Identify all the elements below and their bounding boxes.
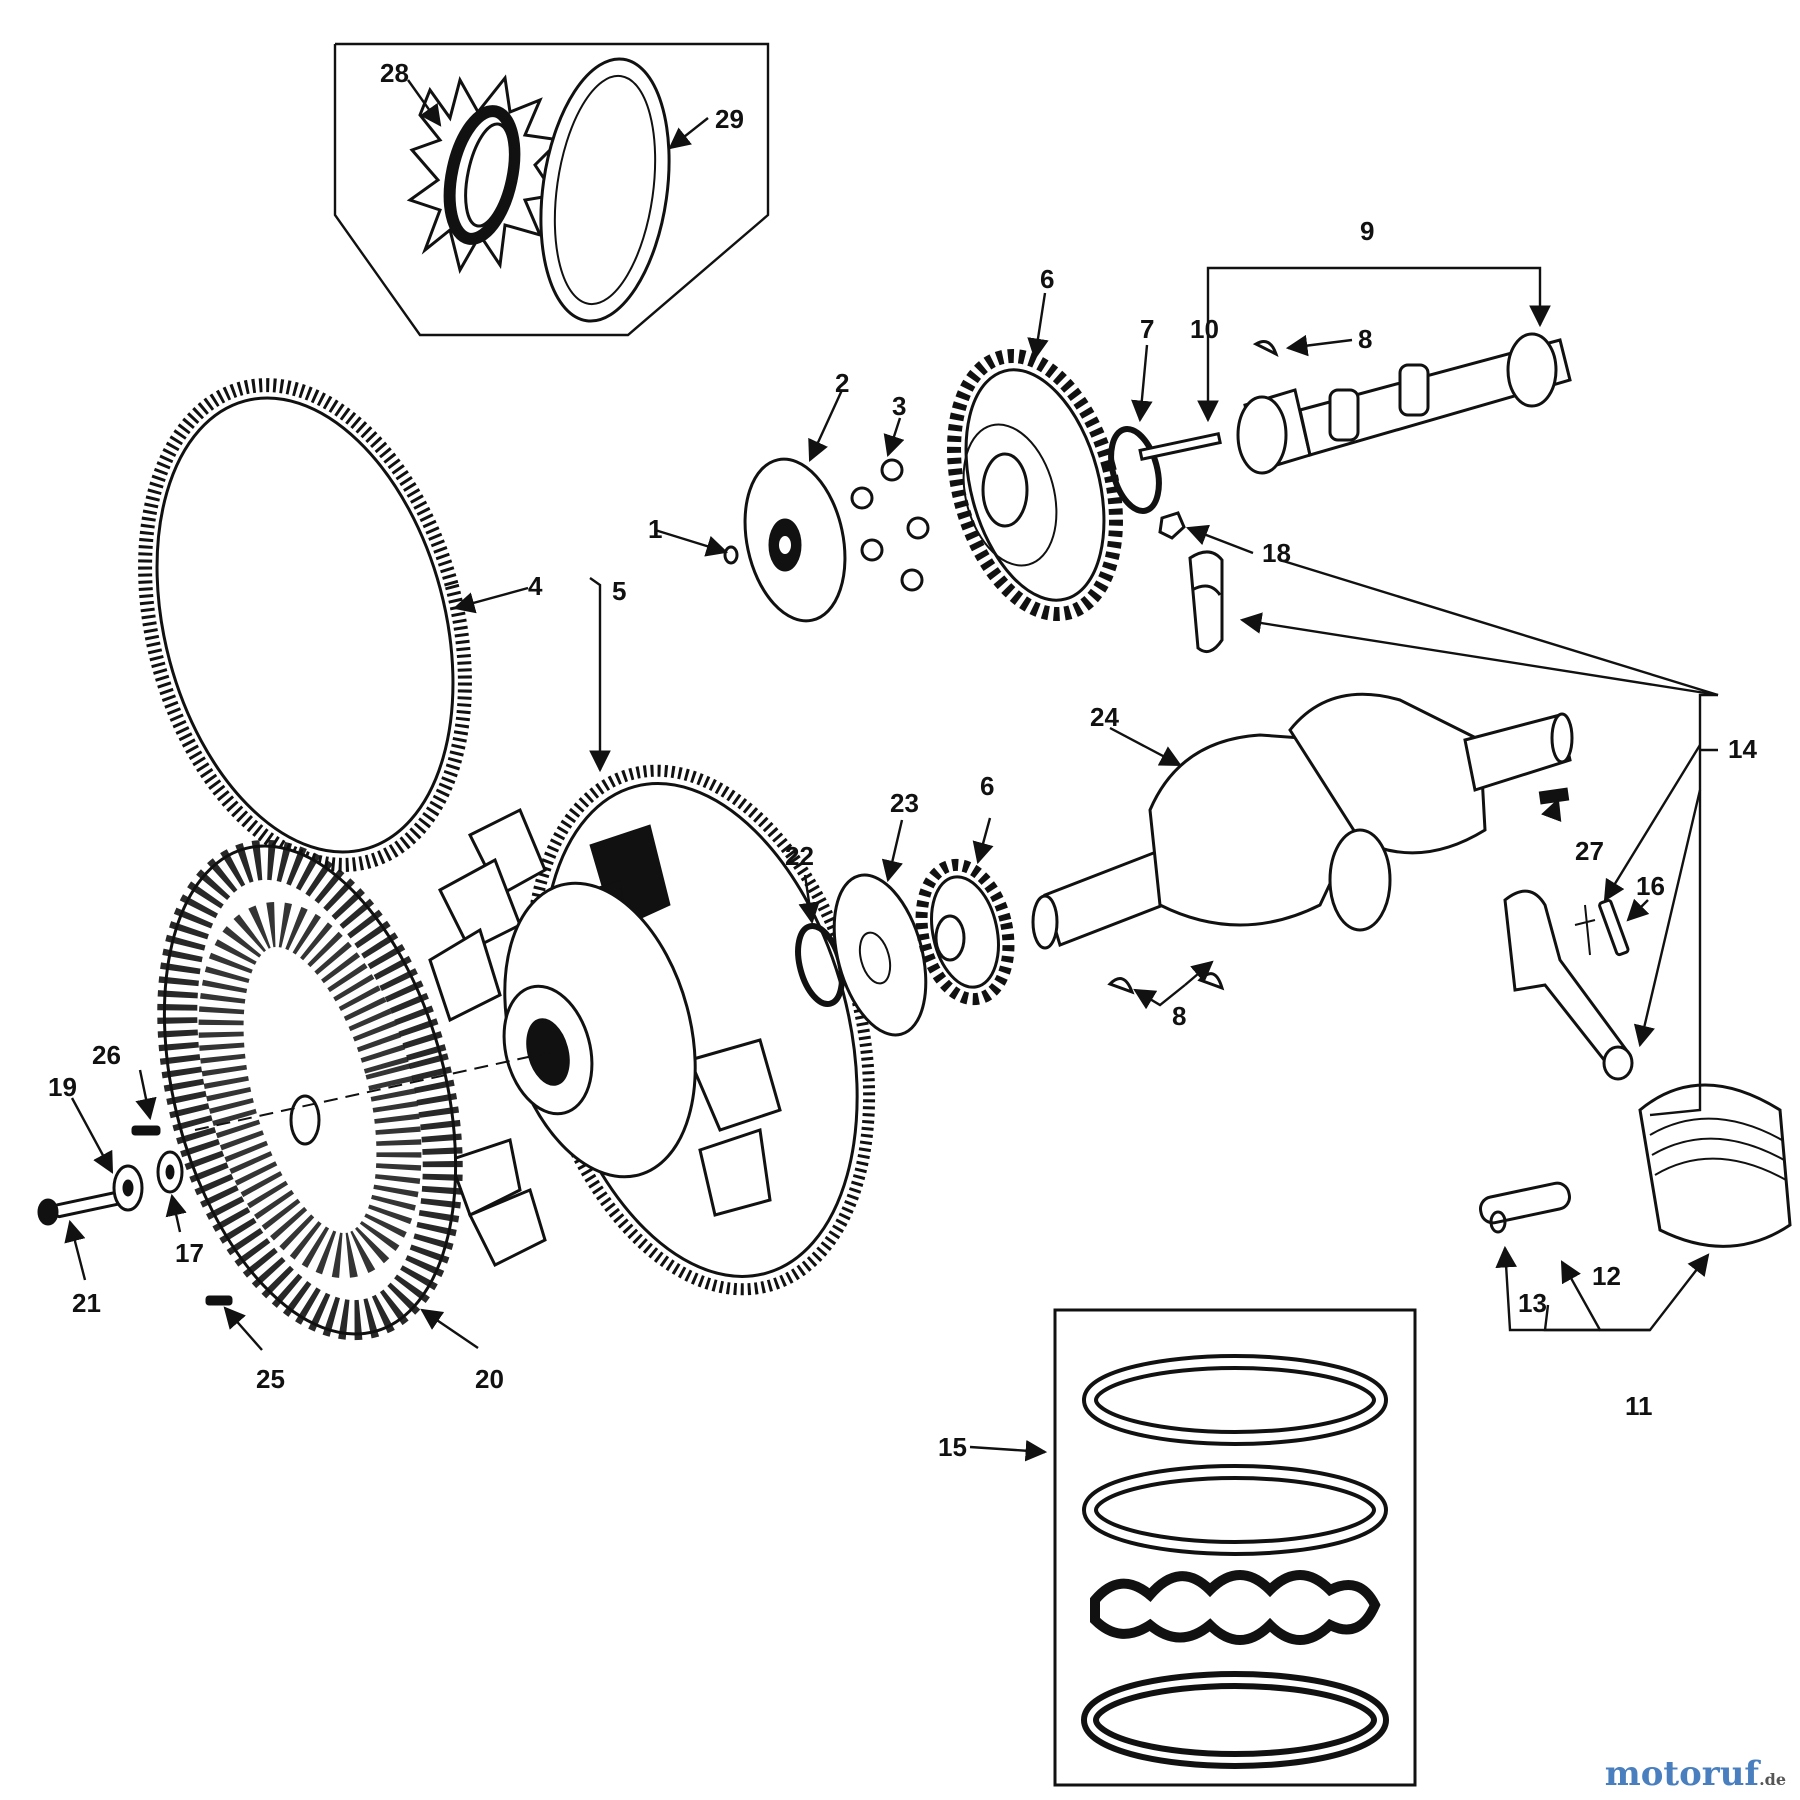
callout-14: 14	[1728, 734, 1757, 764]
oil-seal	[406, 74, 564, 274]
callout-15: 15	[938, 1432, 967, 1462]
callout-8-lower: 8	[1172, 1001, 1186, 1031]
callout-3: 3	[892, 391, 906, 421]
flywheel-fan	[428, 764, 876, 1296]
rod-nut	[1158, 511, 1186, 540]
callout-4: 4	[528, 571, 543, 601]
flywheel-bolt	[37, 1189, 127, 1226]
callout-21: 21	[72, 1288, 101, 1318]
screen-screw-upper	[131, 1125, 161, 1136]
flyweight-plate	[743, 457, 847, 623]
callout-labels: 28 29 1 2 3 4 5 6 7 10 9 8 18 14 24 6 23…	[48, 58, 1757, 1462]
callout-18: 18	[1262, 538, 1291, 568]
pto-key	[1538, 787, 1570, 805]
crankshaft-gear	[915, 858, 1015, 1006]
callout-13: 13	[1518, 1288, 1547, 1318]
cam-pin	[1138, 431, 1222, 461]
retainer-clip	[723, 545, 739, 565]
leader-lines	[64, 79, 1719, 1462]
camshaft-key	[1252, 340, 1279, 357]
callout-24: 24	[1090, 702, 1119, 732]
callout-16: 16	[1636, 871, 1665, 901]
callout-8-upper: 8	[1358, 324, 1372, 354]
callout-17: 17	[175, 1238, 204, 1268]
flywheel-washer	[112, 1164, 144, 1212]
callout-2: 2	[835, 368, 849, 398]
crankshaft	[1031, 692, 1574, 950]
rod-bolt	[1574, 898, 1630, 957]
camshaft	[1236, 332, 1572, 475]
pin-retainer	[1489, 1210, 1507, 1234]
callout-29: 29	[715, 104, 744, 134]
callout-1: 1	[648, 514, 662, 544]
callout-6-lower: 6	[980, 771, 994, 801]
callout-9: 9	[1360, 216, 1374, 246]
cam-gear	[947, 348, 1123, 622]
screen-screw-lower	[205, 1295, 233, 1306]
woodruff-key-pair	[1107, 972, 1225, 995]
callout-11: 11	[1625, 1391, 1653, 1421]
thrust-washer	[539, 57, 671, 323]
ring-gear	[138, 378, 472, 872]
callout-6-upper: 6	[1040, 264, 1054, 294]
piston	[1638, 1083, 1792, 1248]
callout-28: 28	[380, 58, 409, 88]
callout-25: 25	[256, 1364, 285, 1394]
cam-washer	[1108, 426, 1162, 514]
callout-7: 7	[1140, 314, 1154, 344]
lock-washer	[156, 1150, 184, 1194]
callout-26: 26	[92, 1040, 121, 1070]
callout-10: 10	[1190, 314, 1219, 344]
connecting-rod	[1503, 889, 1634, 1081]
flyweight-balls	[850, 458, 930, 592]
callout-20: 20	[475, 1364, 504, 1394]
callout-22: 22	[785, 841, 814, 871]
callout-5: 5	[612, 576, 626, 606]
inset-seal-box	[333, 42, 770, 337]
belleville-washer	[832, 873, 928, 1037]
callout-23: 23	[890, 788, 919, 818]
callout-12: 12	[1592, 1261, 1621, 1291]
piston-ring-set-box	[1053, 1308, 1417, 1787]
callout-19: 19	[48, 1072, 77, 1102]
callout-27: 27	[1575, 836, 1604, 866]
rod-cap	[1188, 550, 1224, 654]
watermark-logo: motoruf.de	[1604, 1754, 1786, 1794]
rotating-screen	[157, 839, 463, 1341]
